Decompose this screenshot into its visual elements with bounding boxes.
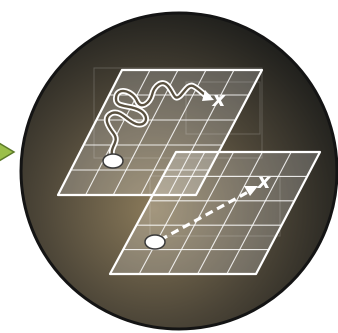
bottom-goal-label: x [257, 169, 272, 193]
top-goal-label: x [212, 87, 227, 111]
bottom-start-marker [145, 235, 165, 249]
pointer-arrow-icon [0, 140, 14, 164]
top-start-marker [103, 154, 123, 168]
